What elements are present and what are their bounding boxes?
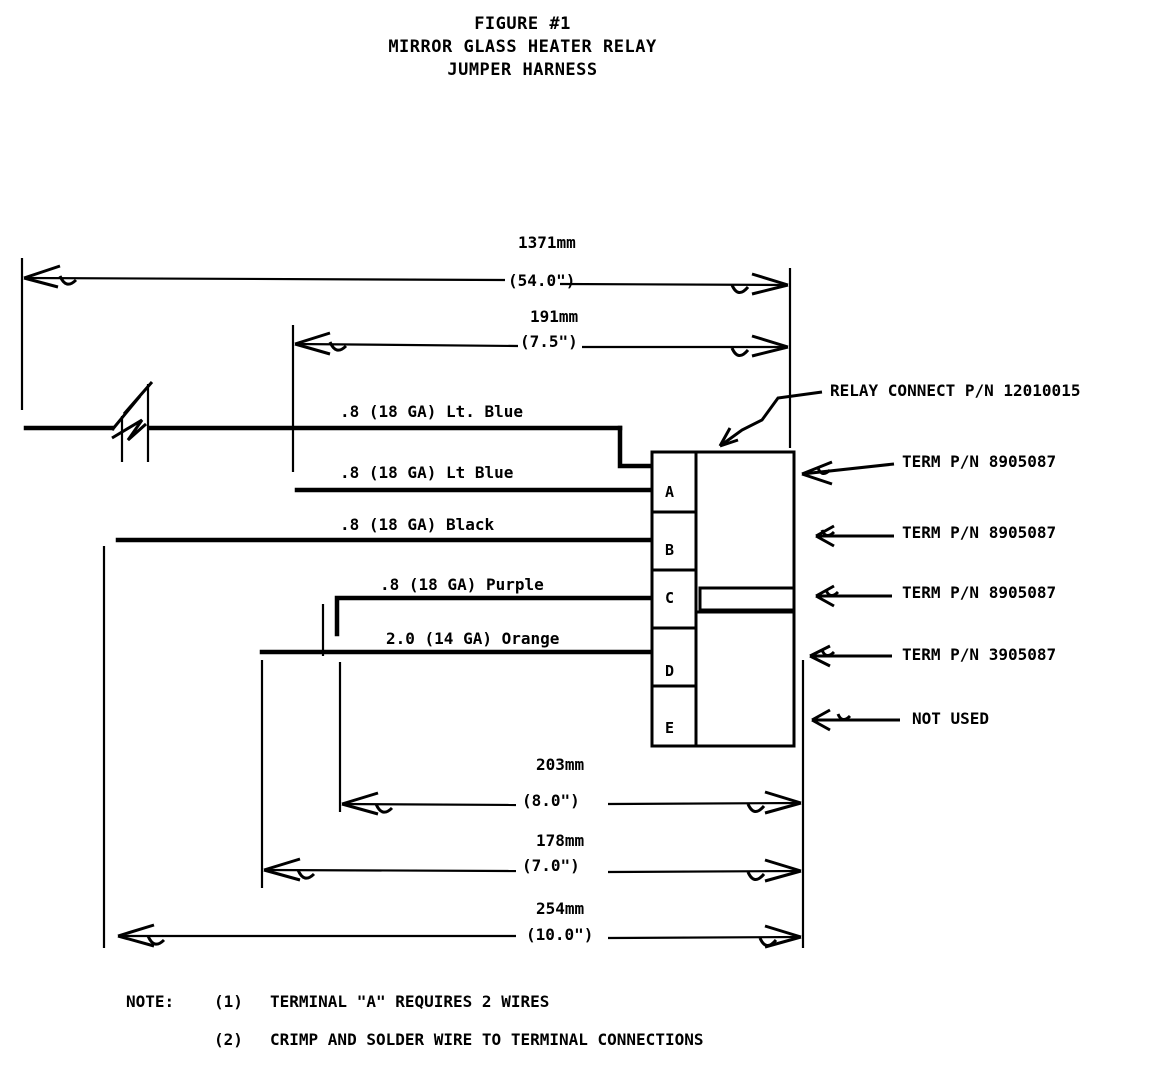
dimension-203mm: 203mm (8.0"): [341, 755, 802, 816]
note-1-text: TERMINAL "A" REQUIRES 2 WIRES: [270, 992, 550, 1011]
callout-relay-connect-text: RELAY CONNECT P/N 12010015: [830, 381, 1080, 400]
terminal-e-label: E: [665, 719, 674, 737]
dim-178-mm: 178mm: [536, 831, 585, 850]
wire-label-purple: .8 (18 GA) Purple: [380, 575, 544, 594]
callout-term-2: TERM P/N 8905087: [815, 523, 1056, 548]
callout-term-3: TERM P/N 8905087: [815, 583, 1056, 608]
relay-connector: A B C D E: [650, 450, 796, 748]
wire-lt-blue-short: .8 (18 GA) Lt Blue: [294, 463, 653, 493]
wire-orange: 2.0 (14 GA) Orange: [259, 629, 653, 888]
callout-term-3-text: TERM P/N 8905087: [902, 583, 1056, 602]
terminal-c-label: C: [665, 589, 674, 607]
callout-term-4-text: TERM P/N 3905087: [902, 645, 1056, 664]
note-1-number: (1): [214, 992, 243, 1011]
dimension-1371mm: 1371mm (54.0"): [20, 233, 792, 448]
terminal-d-label: D: [665, 662, 674, 680]
dimension-191mm: 191mm (7.5"): [291, 307, 789, 472]
callout-term-2-text: TERM P/N 8905087: [902, 523, 1056, 542]
callout-relay-connect: RELAY CONNECT P/N 12010015: [718, 381, 1080, 448]
dim-1371-inch: (54.0"): [508, 271, 575, 290]
dim-178-inch: (7.0"): [522, 856, 580, 875]
dimension-178mm: 178mm (7.0"): [263, 831, 802, 883]
terminal-a-label: A: [665, 483, 674, 501]
dim-191-mm: 191mm: [530, 307, 579, 326]
callout-term-1: TERM P/N 8905087: [801, 452, 1056, 486]
dim-203-inch: (8.0"): [522, 791, 580, 810]
note-2-text: CRIMP AND SOLDER WIRE TO TERMINAL CONNEC…: [270, 1030, 704, 1049]
terminal-b-label: B: [665, 541, 674, 559]
figure-subtitle-2: JUMPER HARNESS: [447, 60, 598, 80]
figure-title: FIGURE #1: [474, 14, 571, 34]
wire-label-orange: 2.0 (14 GA) Orange: [386, 629, 559, 648]
dim-254-mm: 254mm: [536, 899, 585, 918]
callout-not-used: NOT USED: [811, 708, 989, 732]
wire-label-lt-blue-2: .8 (18 GA) Lt Blue: [340, 463, 513, 482]
dim-203-mm: 203mm: [536, 755, 585, 774]
wire-label-black: .8 (18 GA) Black: [340, 515, 494, 534]
callout-term-4: TERM P/N 3905087: [809, 644, 1056, 668]
dim-191-inch: (7.5"): [520, 332, 578, 351]
wire-lt-blue-long: .8 (18 GA) Lt. Blue: [23, 381, 653, 469]
note-2-number: (2): [214, 1030, 243, 1049]
callout-term-1-text: TERM P/N 8905087: [902, 452, 1056, 471]
dim-254-inch: (10.0"): [526, 925, 593, 944]
callout-not-used-text: NOT USED: [912, 709, 989, 728]
wire-label-lt-blue-1: .8 (18 GA) Lt. Blue: [340, 402, 523, 421]
wire-purple: .8 (18 GA) Purple: [321, 575, 653, 812]
dim-1371-mm: 1371mm: [518, 233, 576, 252]
dimension-254mm: 254mm (10.0"): [117, 899, 802, 949]
notes-label: NOTE:: [126, 992, 175, 1011]
wire-black: .8 (18 GA) Black: [102, 515, 653, 948]
figure-subtitle: MIRROR GLASS HEATER RELAY: [388, 37, 657, 57]
